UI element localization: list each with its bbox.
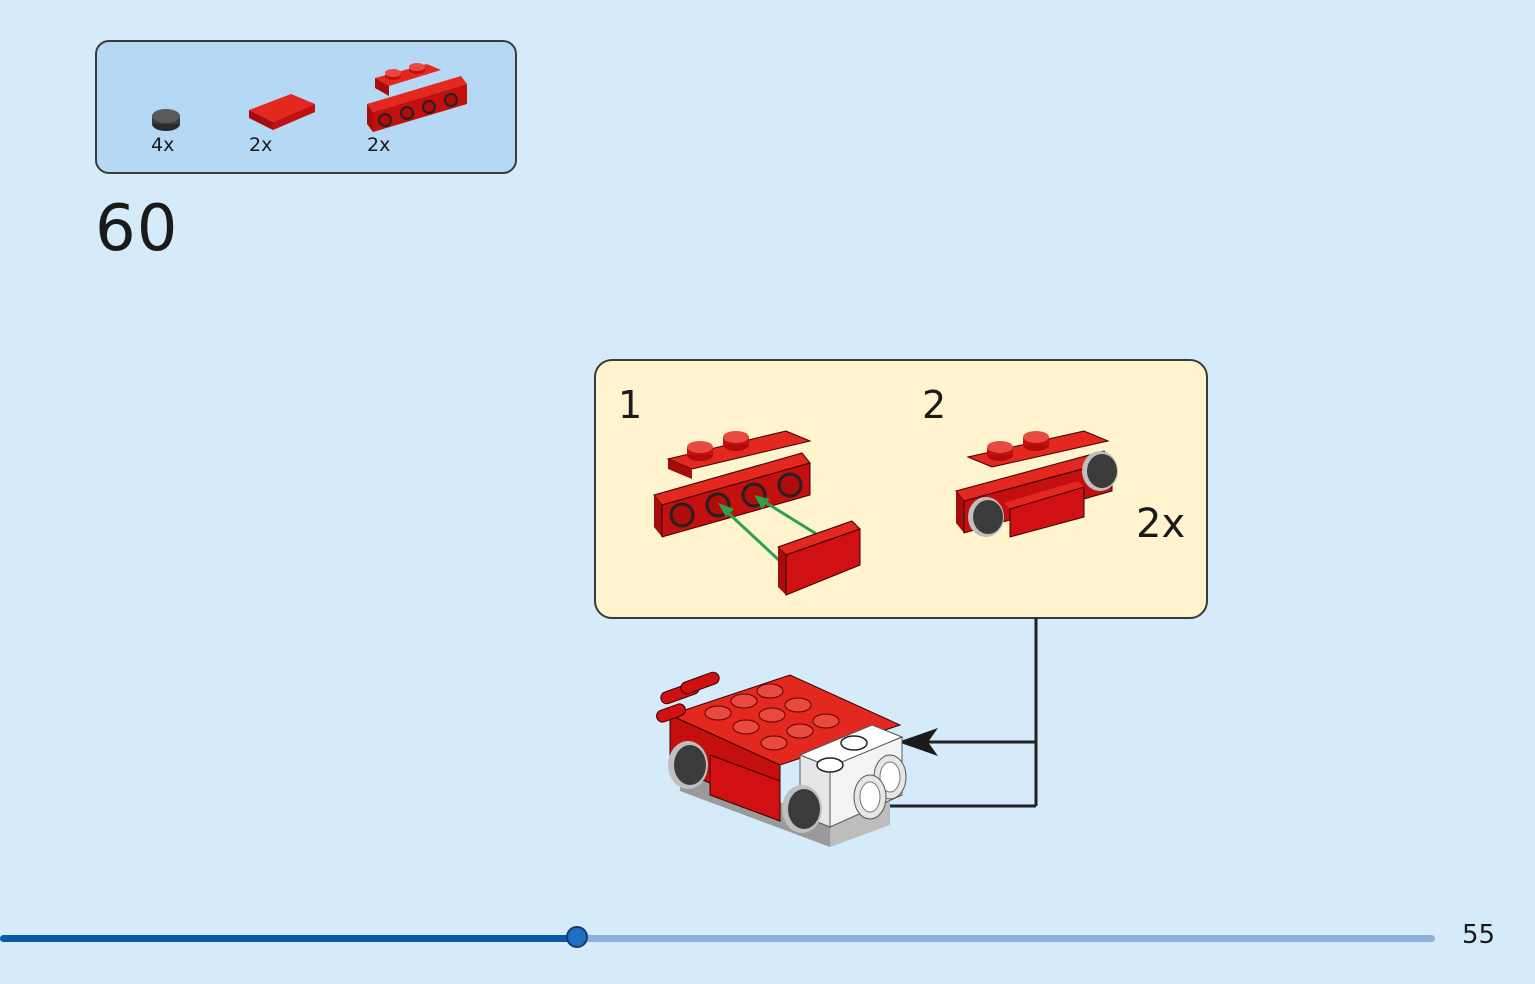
page-number: 55 (1462, 920, 1496, 950)
tile-1x2-red-icon (249, 94, 315, 130)
sub-assembly-multiplier: 2x (1136, 501, 1186, 547)
progress-knob (566, 926, 589, 948)
part-quantity: 2x (249, 134, 273, 156)
step-number: 60 (95, 192, 179, 266)
parts-list-box: 4x 2x 2x (95, 40, 517, 174)
bracket-plate-red-icon (367, 63, 467, 132)
sub-step-2-illustration (955, 430, 1118, 538)
main-model-illustration (656, 671, 907, 847)
part-quantity: 4x (151, 134, 175, 156)
insert-arrow-icon (898, 728, 938, 756)
sub-step-number: 1 (618, 383, 643, 427)
sub-step-number: 2 (922, 383, 947, 427)
progress-bar (0, 926, 1435, 948)
round-tile-dark-gray-icon (152, 109, 180, 131)
progress-fill (0, 935, 579, 942)
sub-assembly-callout: 1 2 (594, 359, 1208, 619)
part-quantity: 2x (367, 134, 391, 156)
sub-step-1-illustration (653, 430, 861, 596)
